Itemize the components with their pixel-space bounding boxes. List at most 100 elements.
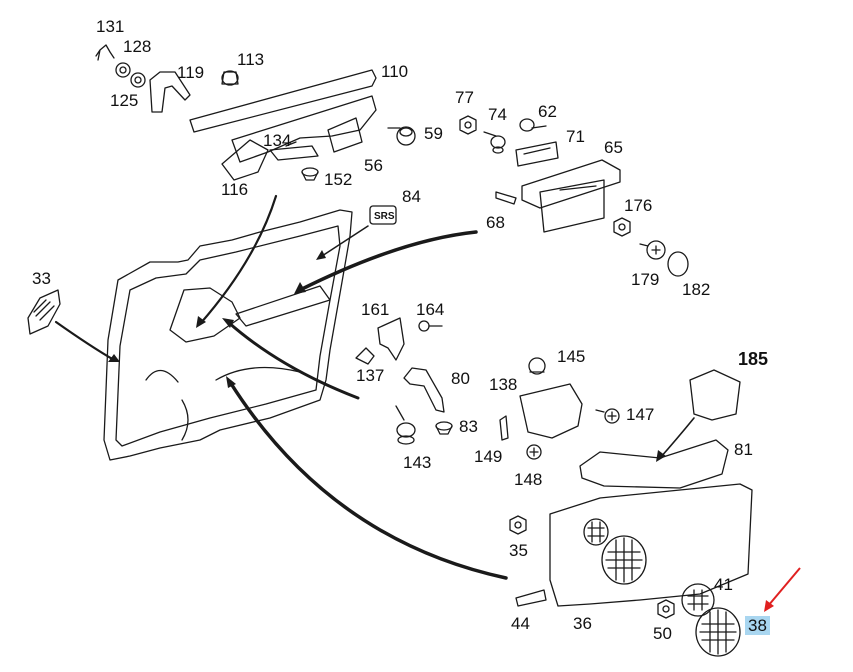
armrest-recess [169,287,241,343]
callout-148: 148 [514,470,543,489]
grille-mesh-33 [33,299,55,321]
speaker-grille-large [601,535,647,585]
nut-part-113 [221,70,239,86]
clip-part-152 [301,167,319,181]
callout-84: 84 [402,187,421,206]
arrowhead-33 [108,354,120,362]
callout-56: 56 [364,156,383,175]
handle-recess [235,285,331,327]
clip-part-83 [435,421,453,435]
callout-41: 41 [714,575,733,594]
callout-33: 33 [32,269,51,288]
arrow-lower-to-door [228,380,508,580]
callout-152: 152 [324,170,353,189]
bracket-part-119 [149,71,191,113]
callout-35: 35 [509,541,528,560]
bracket-part-138 [519,383,583,439]
lower-strip [231,95,377,163]
callout-161: 161 [361,300,390,319]
clip-part-149 [499,415,509,441]
door-panel-inner [115,225,341,447]
trim-part-44 [515,589,547,607]
nut-part-35 [509,515,527,535]
arrowhead-116 [196,316,206,328]
speaker-grille-part-41 [681,583,715,617]
screw-part-143 [395,405,416,445]
callout-182: 182 [682,280,711,299]
screw-part-59 [387,126,416,146]
bracket-part-161 [377,317,405,361]
bracket-part-56 [327,117,363,153]
callout-74: 74 [488,105,507,124]
callout-83: 83 [459,417,478,436]
callout-113: 113 [237,50,265,69]
clip-part-164 [418,320,443,332]
arrowhead-68 [294,282,306,294]
arrowhead-84 [316,250,326,260]
switch-box [539,179,605,233]
nut-part-176 [613,217,631,237]
callout-38-highlighted: 38 [745,616,770,635]
clip-part-131 [95,44,115,61]
callout-71: 71 [566,127,585,146]
callout-59: 59 [424,124,443,143]
nut-part-50 [657,599,675,619]
trim-strip-part-110 [189,69,377,133]
cap-part-182 [667,251,689,277]
callout-125: 125 [110,91,139,110]
arrowhead-185 [656,450,666,462]
srs-badge-text: SRS [374,211,395,222]
clip-part-134 [269,141,319,161]
arrow-84-to-door [321,225,369,257]
srs-badge-part-84 [369,205,397,225]
arrow-116-to-door [198,194,278,326]
washer-part-128 [115,62,131,78]
callout-164: 164 [416,300,445,319]
callout-77: 77 [455,88,474,107]
pocket-curve [145,366,301,441]
arrow-68-to-door [298,230,478,292]
screw-part-74 [483,131,506,154]
arrowhead-80 [222,318,234,328]
speaker-grille-small [583,518,609,546]
callout-80: 80 [451,369,470,388]
arrowhead-lower [226,376,236,388]
washer-part-125 [130,72,146,88]
callout-176: 176 [624,196,653,215]
switch-housing-part-65 [521,159,621,209]
arrow-80-to-door [226,320,360,400]
screw-part-148 [526,444,542,460]
callout-134: 134 [263,131,292,150]
callout-36: 36 [573,614,592,633]
nut-part-77 [459,115,477,135]
handle-part-116 [221,139,269,181]
callout-128: 128 [123,37,152,56]
callout-138: 138 [489,375,518,394]
callout-65: 65 [604,138,623,157]
screw-part-179 [639,240,666,260]
callout-44: 44 [511,614,530,633]
callout-185: 185 [738,349,769,369]
callout-137: 137 [356,366,385,385]
callout-81: 81 [734,440,753,459]
bracket-part-71 [515,141,559,167]
callout-149: 149 [474,447,503,466]
clip-part-145 [528,357,546,375]
red-indicator-arrow [764,567,801,612]
door-panel [103,209,353,461]
callout-110: 110 [381,62,409,81]
callout-119: 119 [177,63,205,82]
callout-50: 50 [653,624,672,643]
door-pull-part-80 [403,367,445,413]
clip-part-137 [355,347,375,365]
arrow-33-to-door [54,320,116,362]
screw-part-62 [519,118,547,132]
callout-179: 179 [631,270,660,289]
callout-145: 145 [557,347,586,366]
speaker-grille-part-38 [695,607,741,657]
callout-62: 62 [538,102,557,121]
screw-part-147 [595,408,620,424]
clip-part-68 [495,191,517,205]
callout-68: 68 [486,213,505,232]
